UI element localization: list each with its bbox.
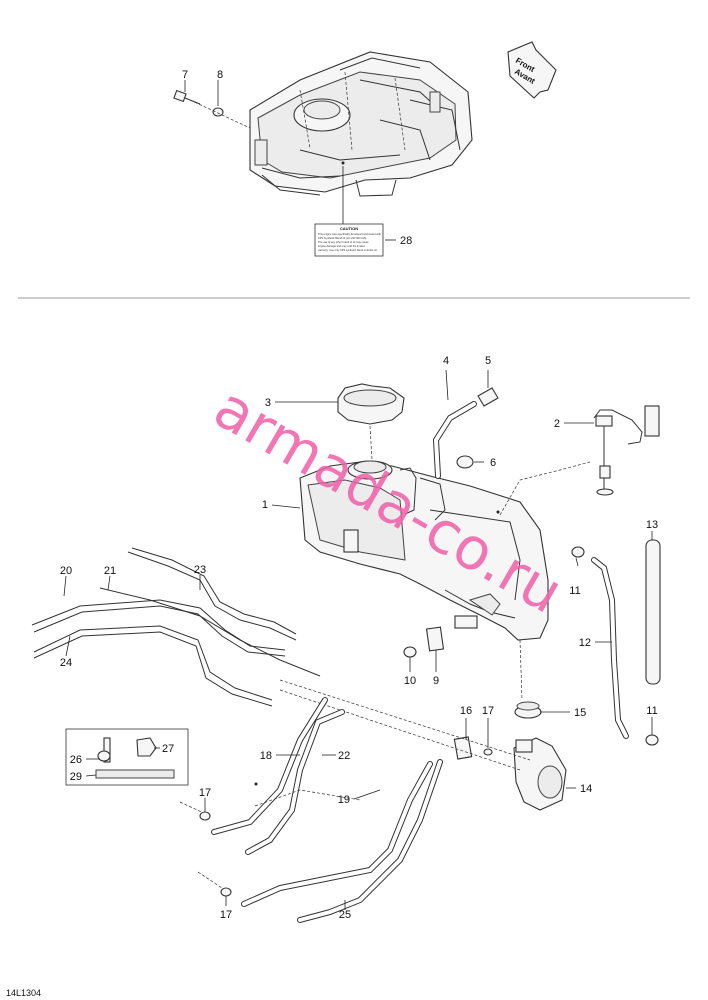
caution-title: CAUTION	[340, 226, 358, 231]
caution-line-1: This engine was specifically developed a…	[318, 232, 381, 236]
callout-29: 29	[70, 771, 82, 783]
callout-24: 24	[60, 657, 72, 669]
caution-line-4: engine damage and may void the limited	[318, 244, 365, 248]
callout-12: 12	[579, 637, 591, 649]
oil-tank-cap	[337, 383, 405, 461]
callout-17-pump: 17	[482, 705, 494, 717]
callout-14: 14	[580, 783, 592, 795]
oil-lines-lower	[179, 697, 443, 923]
callout-17-middle: 17	[199, 787, 211, 799]
callout-6: 6	[490, 457, 496, 469]
callout-16: 16	[460, 705, 472, 717]
oil-pump	[279, 679, 567, 811]
callout-19: 19	[338, 794, 350, 806]
oil-lines-left	[31, 547, 321, 707]
callout-28: 28	[400, 235, 412, 247]
callout-10: 10	[404, 675, 416, 687]
callout-5: 5	[485, 355, 491, 367]
oil-level-sensor	[593, 405, 660, 496]
caution-line-5: warranty. Use only XPS synthetic blend 2…	[318, 248, 378, 252]
leader-lines	[63, 80, 653, 910]
callout-27: 27	[162, 743, 174, 755]
oil-hoses-right	[571, 539, 661, 746]
callout-1: 1	[262, 499, 268, 511]
diagram-reference-code: 14L1304	[6, 988, 41, 998]
callout-22: 22	[338, 750, 350, 762]
oil-tank	[299, 460, 591, 701]
callout-18: 18	[260, 750, 272, 762]
screw-7-and-washer-8	[173, 89, 251, 129]
caution-line-3: The use of any other brand of oil may ca…	[318, 240, 369, 244]
callout-8: 8	[217, 69, 223, 81]
callout-26: 26	[70, 754, 82, 766]
callout-25: 25	[339, 909, 351, 921]
warning-label-icon: CAUTION This engine was specifically dev…	[314, 166, 384, 257]
callout-21: 21	[104, 565, 116, 577]
callout-11-lower: 11	[646, 705, 657, 717]
upper-assembly	[249, 51, 473, 197]
callout-20: 20	[60, 565, 72, 577]
callout-9: 9	[433, 675, 439, 687]
callout-11-upper: 11	[569, 585, 580, 597]
caution-line-2: XPS Synthetic Blend oil (p/n 293 600 115…	[318, 236, 367, 240]
callout-3: 3	[265, 397, 271, 409]
callout-13: 13	[646, 519, 658, 531]
callout-4: 4	[443, 355, 449, 367]
callout-2: 2	[554, 418, 560, 430]
callout-7: 7	[182, 69, 188, 81]
callout-23: 23	[194, 564, 206, 576]
grommet	[514, 701, 542, 719]
direction-arrow-icon: Front Avant	[507, 41, 557, 99]
bracket-and-screw	[403, 626, 445, 658]
callout-17-bottom: 17	[220, 909, 232, 921]
breather-hose-assembly	[432, 387, 499, 479]
callout-15: 15	[574, 707, 586, 719]
service-kit-box	[65, 728, 189, 786]
callout-numbers: 7 8 28 1 2 3 4 5 6 11 12 13 11 15 14 16 …	[60, 69, 658, 921]
